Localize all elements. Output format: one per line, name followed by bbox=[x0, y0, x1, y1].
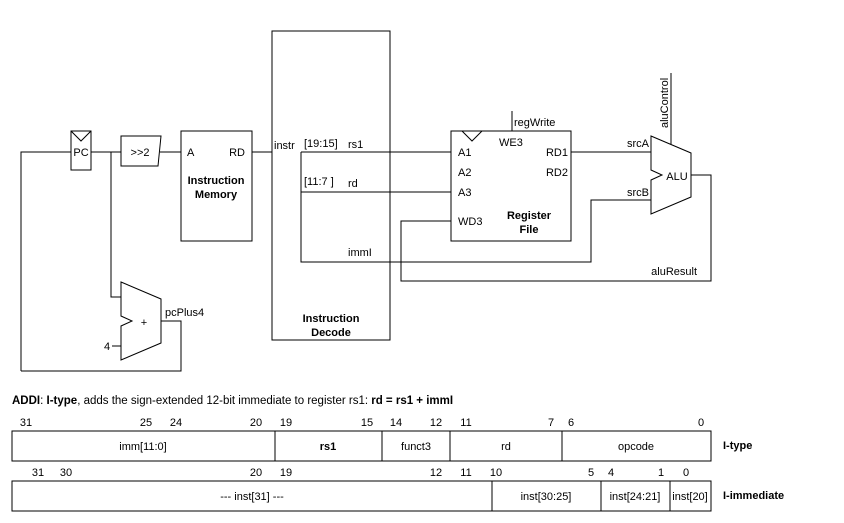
bit-number: 14 bbox=[390, 417, 402, 429]
immediate-label: I-immediate bbox=[723, 490, 784, 502]
imem-a-label: A bbox=[187, 147, 195, 159]
bit-number: 12 bbox=[430, 467, 442, 479]
imem-title: Memory bbox=[195, 189, 238, 201]
alu-label: ALU bbox=[666, 171, 687, 183]
decode-title: Instruction bbox=[303, 313, 360, 325]
field-inst31: --- inst[31] --- bbox=[220, 491, 284, 503]
bit-number: 4 bbox=[608, 467, 614, 479]
field-inst20: inst[20] bbox=[672, 491, 707, 503]
itype-encoding-box bbox=[11, 430, 712, 462]
pc-label: PC bbox=[73, 147, 88, 159]
field-funct3: funct3 bbox=[401, 441, 431, 453]
wire-aluresult bbox=[400, 174, 712, 282]
wire-pcplus4 bbox=[21, 320, 182, 372]
alucontrol-label: aluControl bbox=[659, 78, 671, 128]
a2-label: A2 bbox=[458, 167, 471, 179]
a3-label: A3 bbox=[458, 187, 471, 199]
field-rd: rd bbox=[501, 441, 511, 453]
rs1-label: rs1 bbox=[348, 139, 363, 151]
bit-number: 7 bbox=[548, 417, 554, 429]
decode-title: Decode bbox=[311, 327, 351, 339]
bit-number: 11 bbox=[460, 417, 471, 429]
a1-label: A1 bbox=[458, 147, 471, 159]
itype-label: I-type bbox=[723, 440, 752, 452]
bit-number: 10 bbox=[490, 467, 502, 479]
field-opcode: opcode bbox=[618, 441, 654, 453]
rd2-label: RD2 bbox=[546, 167, 568, 179]
shift-block bbox=[120, 135, 162, 167]
bits-11-7-label: [11:7 ] bbox=[304, 176, 334, 188]
alu-block bbox=[650, 135, 692, 215]
srca-label: srcA bbox=[627, 138, 650, 150]
instruction-name: ADDI bbox=[12, 395, 41, 407]
bits-19-15-label: [19:15] bbox=[304, 138, 338, 150]
rd1-label: RD1 bbox=[546, 147, 568, 159]
adder-label: + bbox=[141, 317, 147, 329]
register-file bbox=[450, 130, 572, 242]
field-inst24-21: inst[24:21] bbox=[610, 491, 661, 503]
bit-number: 24 bbox=[170, 417, 182, 429]
aluresult-label: aluResult bbox=[651, 266, 697, 278]
pc-register bbox=[70, 130, 92, 171]
rd-label: rd bbox=[348, 178, 358, 190]
const-four-label: 4 bbox=[104, 341, 110, 353]
bit-number: 15 bbox=[361, 417, 373, 429]
we3-label: WE3 bbox=[499, 137, 523, 149]
bit-number: 6 bbox=[568, 417, 574, 429]
imem-title: Instruction bbox=[188, 175, 245, 187]
instruction-formula: rd = rs1 + immI bbox=[371, 395, 454, 407]
adder-block bbox=[120, 281, 162, 361]
bit-number: 25 bbox=[140, 417, 152, 429]
bit-number: 20 bbox=[250, 417, 262, 429]
shift-label: >>2 bbox=[131, 147, 150, 159]
wd3-label: WD3 bbox=[458, 216, 482, 228]
instruction-type: I-type bbox=[46, 395, 78, 407]
field-rs1: rs1 bbox=[320, 441, 337, 453]
instruction-memory bbox=[180, 130, 253, 242]
bit-number: 19 bbox=[280, 467, 292, 479]
bit-number: 31 bbox=[20, 417, 32, 429]
bit-number: 31 bbox=[32, 467, 44, 479]
pcplus4-label: pcPlus4 bbox=[165, 307, 204, 319]
regfile-title: File bbox=[520, 224, 539, 236]
bit-number: 12 bbox=[430, 417, 442, 429]
instr-label: instr bbox=[274, 140, 295, 152]
field-inst30-25: inst[30:25] bbox=[521, 491, 572, 503]
bit-number: 1 bbox=[658, 467, 664, 479]
field-imm: imm[11:0] bbox=[119, 441, 166, 453]
bit-number: 0 bbox=[683, 467, 689, 479]
wire-pc-feedback bbox=[20, 151, 71, 371]
pc-clock-icon bbox=[70, 130, 92, 142]
wire-pc-to-adder bbox=[110, 152, 121, 298]
description-text: , adds the sign-extended 12-bit immediat… bbox=[77, 395, 372, 407]
regwrite-label: regWrite bbox=[514, 117, 555, 129]
srcb-label: srcB bbox=[627, 187, 649, 199]
bit-number: 11 bbox=[460, 467, 471, 479]
imem-rd-label: RD bbox=[229, 147, 245, 159]
wire-imml bbox=[300, 152, 651, 263]
regfile-clock-icon bbox=[461, 130, 483, 142]
bit-number: 20 bbox=[250, 467, 262, 479]
imml-label: immI bbox=[348, 247, 372, 259]
description-separator: : bbox=[40, 395, 47, 407]
regfile-title: Register bbox=[507, 210, 552, 222]
bit-number: 0 bbox=[698, 417, 704, 429]
bit-number: 19 bbox=[280, 417, 292, 429]
bit-number: 5 bbox=[588, 467, 594, 479]
instruction-description: ADDI: I-type, adds the sign-extended 12-… bbox=[12, 395, 453, 407]
instruction-decode bbox=[271, 30, 391, 341]
bit-number: 30 bbox=[60, 467, 72, 479]
immediate-encoding-box bbox=[11, 480, 712, 512]
